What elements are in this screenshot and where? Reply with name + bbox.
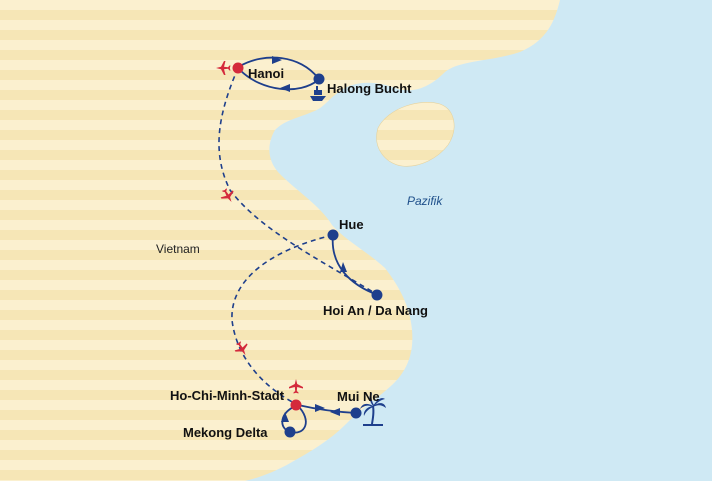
stop-label-mekong: Mekong Delta xyxy=(183,425,268,440)
airplane-icon xyxy=(220,188,234,203)
stop-label-hue: Hue xyxy=(339,217,364,232)
palm-icon xyxy=(360,393,386,426)
direction-arrow xyxy=(315,404,325,412)
flight-route-hanoi-hoian xyxy=(218,67,379,296)
stop-label-muine: Mui Ne xyxy=(337,389,380,404)
stop-label-hoian: Hoi An / Da Nang xyxy=(323,303,428,318)
stop-marker-hoian xyxy=(371,289,383,301)
route-hanoi-halong-out xyxy=(239,56,319,79)
airplane-icon xyxy=(216,61,231,75)
hainan-island xyxy=(376,102,455,167)
stop-marker-hue xyxy=(327,229,339,241)
stop-label-halong: Halong Bucht xyxy=(327,81,412,96)
direction-arrow xyxy=(272,56,282,64)
direction-arrow xyxy=(280,84,290,92)
route-halong-hanoi-back xyxy=(239,69,319,91)
stop-marker-hcmc xyxy=(290,399,302,411)
mainland xyxy=(0,0,560,481)
flight-route-hue-hcmc xyxy=(231,234,334,405)
sea-label: Pazifik xyxy=(407,194,443,208)
stop-marker-mekong xyxy=(284,426,296,438)
stop-marker-muine xyxy=(350,407,362,419)
stop-label-hcmc: Ho-Chi-Minh-Stadt xyxy=(170,388,285,403)
direction-arrow xyxy=(330,408,340,416)
boat-icon xyxy=(310,86,326,101)
southern-peninsula xyxy=(0,300,245,481)
direction-arrow xyxy=(340,262,347,272)
stop-marker-halong xyxy=(313,73,325,85)
route-hoian-hue xyxy=(331,234,379,296)
stop-marker-hanoi xyxy=(232,62,244,74)
country-label: Vietnam xyxy=(156,242,200,256)
direction-arrow xyxy=(281,412,289,422)
airplane-icon xyxy=(234,341,248,356)
stop-label-hanoi: Hanoi xyxy=(248,66,284,81)
airplane-icon xyxy=(289,379,303,394)
